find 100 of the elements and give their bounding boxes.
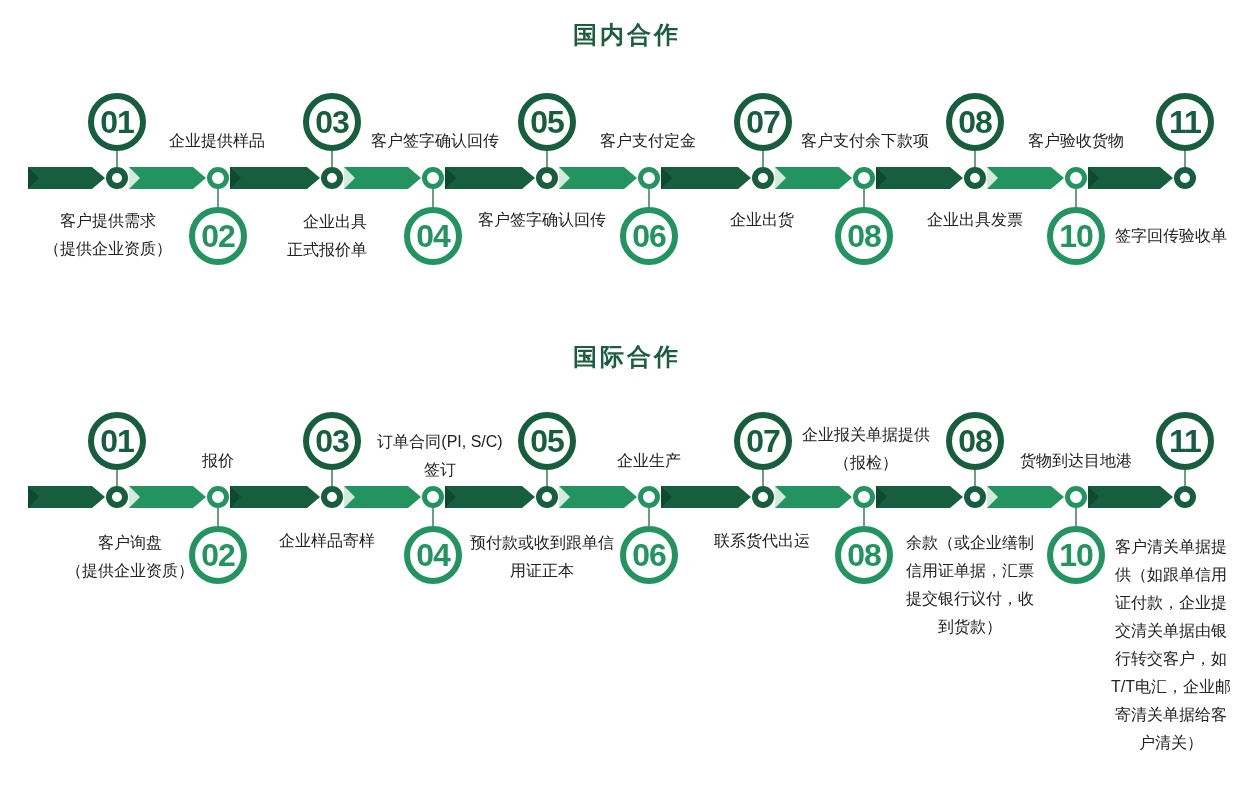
chevron-arrow <box>129 167 206 189</box>
chevron-arrow <box>987 167 1064 189</box>
step-number-circle: 11 <box>1156 93 1214 151</box>
timeline-dot <box>752 486 774 508</box>
timeline-dot <box>321 486 343 508</box>
connector-line <box>331 469 333 487</box>
connector-line <box>648 507 650 527</box>
connector-line <box>331 150 333 168</box>
timeline-dot <box>422 167 444 189</box>
step-number-circle: 08 <box>835 526 893 584</box>
chevron-arrow <box>445 167 535 189</box>
chevron-arrow <box>28 486 105 508</box>
step-number-circle: 01 <box>88 412 146 470</box>
step-number-circle: 05 <box>518 93 576 151</box>
step-description: 企业报关单据提供（报检） <box>801 425 931 473</box>
step-description: 客户签字确认回传 <box>478 210 606 230</box>
connector-line <box>974 469 976 487</box>
step-number-circle: 08 <box>946 93 1004 151</box>
timeline-dot <box>207 167 229 189</box>
step-description: 客户签字确认回传 <box>371 131 499 151</box>
connector-line <box>432 507 434 527</box>
connector-line <box>648 188 650 208</box>
connector-line <box>1075 507 1077 527</box>
step-number-circle: 08 <box>835 207 893 265</box>
timeline-dot <box>1174 167 1196 189</box>
chevron-arrow <box>344 167 421 189</box>
connector-line <box>974 150 976 168</box>
connector-line <box>863 188 865 208</box>
timeline-dot <box>536 486 558 508</box>
chevron-arrow <box>129 486 206 508</box>
step-number-circle: 06 <box>620 207 678 265</box>
step-description: 客户支付余下款项 <box>801 131 929 151</box>
chevron-arrow <box>559 486 637 508</box>
step-description: 报价 <box>202 451 234 471</box>
connector-line <box>1184 150 1186 168</box>
step-description: 预付款或收到跟单信用证正本 <box>469 533 615 581</box>
step-description: 客户清关单据提供（如跟单信用证付款，企业提交清关单据由银行转交客户，如T/T电汇，企业邮寄清关单据给客户清关） <box>1110 537 1232 753</box>
step-description: 客户验收货物 <box>1028 131 1124 151</box>
timeline-dot <box>853 167 875 189</box>
step-description: 企业出具正式报价单 <box>286 212 368 260</box>
chevron-arrow <box>1088 486 1173 508</box>
chevron-arrow <box>876 486 963 508</box>
step-description: 余款（或企业缮制信用证单据，汇票提交银行议付，收到货款） <box>905 533 1035 637</box>
connector-line <box>116 150 118 168</box>
connector-line <box>1075 188 1077 208</box>
connector-line <box>432 188 434 208</box>
step-description: 企业生产 <box>617 451 681 471</box>
step-description: 企业样品寄样 <box>279 531 375 551</box>
step-description: 企业出具发票 <box>927 210 1023 230</box>
section-heading: 国际合作 <box>573 342 681 372</box>
step-number-circle: 01 <box>88 93 146 151</box>
step-number-circle: 10 <box>1047 526 1105 584</box>
step-number-circle: 05 <box>518 412 576 470</box>
chevron-arrow <box>876 167 963 189</box>
chevron-arrow <box>28 167 105 189</box>
timeline-dot <box>964 486 986 508</box>
timeline-dot <box>422 486 444 508</box>
timeline-dot <box>106 486 128 508</box>
connector-line <box>217 507 219 527</box>
chevron-arrow <box>987 486 1064 508</box>
chevron-arrow <box>344 486 421 508</box>
chevron-arrow <box>661 486 751 508</box>
timeline-dot <box>964 167 986 189</box>
step-number-circle: 02 <box>189 207 247 265</box>
connector-line <box>762 150 764 168</box>
timeline-dot <box>752 167 774 189</box>
connector-line <box>762 469 764 487</box>
connector-line <box>546 150 548 168</box>
chevron-arrow <box>775 486 852 508</box>
step-description: 客户支付定金 <box>600 131 696 151</box>
timeline-dot <box>207 486 229 508</box>
section-heading: 国内合作 <box>573 20 681 50</box>
connector-line <box>217 188 219 208</box>
step-number-circle: 04 <box>404 207 462 265</box>
step-number-circle: 04 <box>404 526 462 584</box>
chevron-arrow <box>775 167 852 189</box>
timeline-dot <box>106 167 128 189</box>
step-number-circle: 10 <box>1047 207 1105 265</box>
connector-line <box>546 469 548 487</box>
step-number-circle: 03 <box>303 412 361 470</box>
timeline-dot <box>1174 486 1196 508</box>
chevron-arrow <box>230 486 320 508</box>
connector-line <box>116 469 118 487</box>
timeline-dot <box>1065 167 1087 189</box>
step-description: 货物到达目地港 <box>1020 451 1132 471</box>
step-description: 联系货代出运 <box>714 531 810 551</box>
timeline-dot <box>321 167 343 189</box>
step-number-circle: 11 <box>1156 412 1214 470</box>
step-number-circle: 07 <box>734 93 792 151</box>
step-number-circle: 07 <box>734 412 792 470</box>
chevron-arrow <box>230 167 320 189</box>
timeline-dot <box>536 167 558 189</box>
step-description: 订单合同(PI, S/C)签订 <box>376 432 504 480</box>
timeline-dot <box>638 167 660 189</box>
step-description: 企业提供样品 <box>169 131 265 151</box>
chevron-arrow <box>661 167 751 189</box>
chevron-arrow <box>559 167 637 189</box>
timeline-dot <box>1065 486 1087 508</box>
step-number-circle: 06 <box>620 526 678 584</box>
step-number-circle: 02 <box>189 526 247 584</box>
